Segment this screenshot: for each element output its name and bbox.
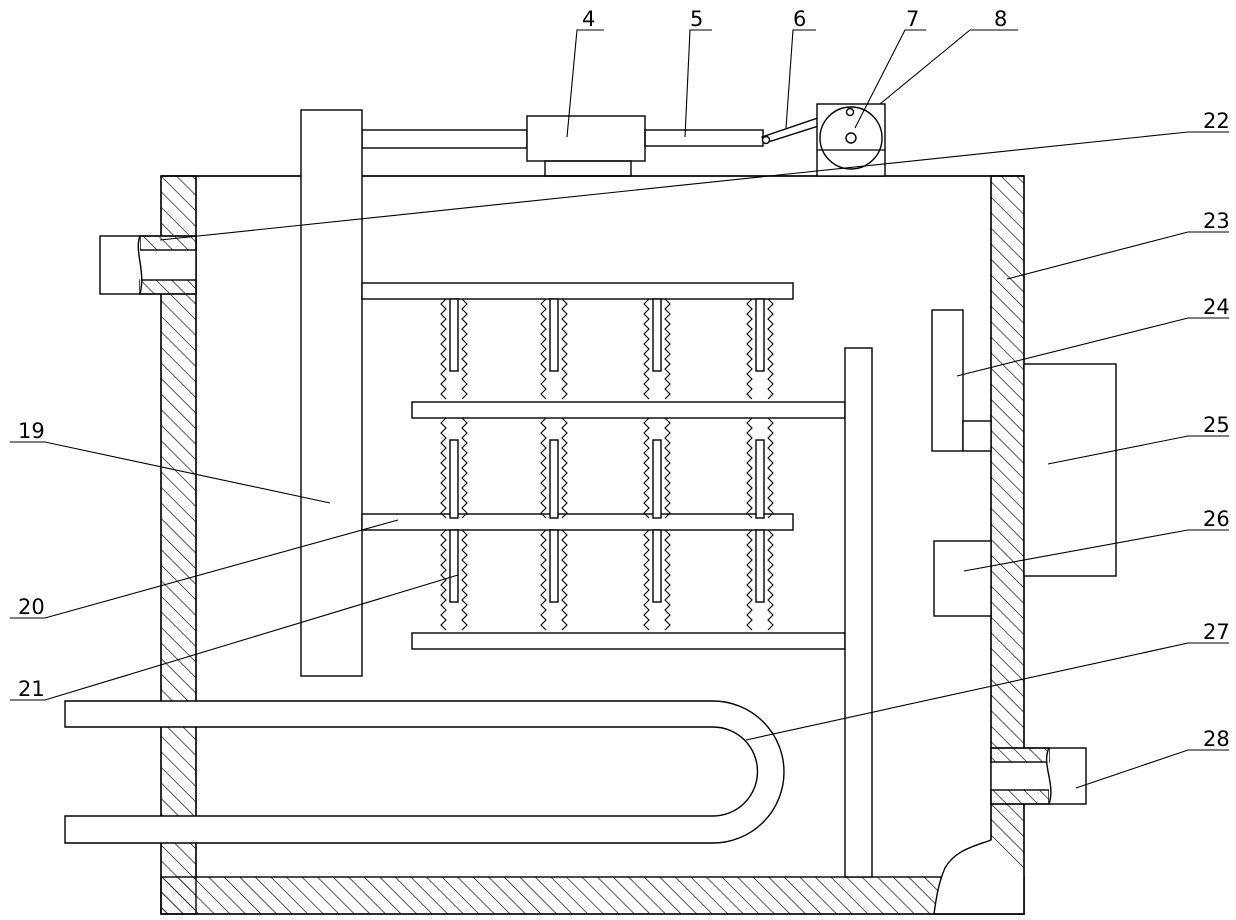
label-21: 21	[18, 677, 45, 701]
label-4: 4	[582, 7, 595, 31]
top-drive	[361, 103, 886, 177]
crank-pin	[845, 107, 855, 117]
brush-row-2	[440, 417, 774, 519]
label-24: 24	[1203, 295, 1230, 319]
brush-row-3	[440, 529, 774, 631]
label-28: 28	[1203, 727, 1230, 751]
heater-block-26	[933, 540, 992, 617]
guide-rods	[361, 129, 528, 149]
label-25: 25	[1203, 413, 1230, 437]
label-5: 5	[690, 7, 703, 31]
sensor-24-mount	[962, 420, 992, 452]
link-pivot	[761, 135, 771, 145]
fixed-bar-bottom	[411, 632, 846, 650]
leader-lines	[10, 29, 1229, 789]
right-side-components	[931, 309, 1117, 617]
push-rod-5	[644, 129, 764, 147]
label-7: 7	[906, 7, 919, 31]
housing	[160, 175, 1025, 915]
fixed-bar-middle	[411, 401, 846, 419]
fixed-post	[844, 347, 873, 878]
label-27: 27	[1203, 620, 1230, 644]
drain-corner	[933, 839, 1025, 915]
brush-row-1	[440, 298, 774, 400]
brushes-21	[440, 298, 774, 631]
inlet-pipe-22	[99, 235, 197, 295]
sensor-24	[931, 309, 964, 452]
label-6: 6	[793, 7, 806, 31]
part-labels: 4 5 6 7 8 22 23 24 25 26 27 28 19 20 21	[18, 7, 1230, 751]
left-wall	[160, 175, 197, 915]
crank-axle	[845, 132, 857, 144]
outlet-pipe-28	[990, 747, 1087, 805]
vertical-plate-19	[300, 109, 363, 677]
u-tube-27	[64, 700, 785, 844]
label-8: 8	[994, 7, 1007, 31]
label-19: 19	[18, 419, 45, 443]
slider-foot	[544, 160, 632, 177]
bottom-wall	[160, 876, 1025, 915]
label-26: 26	[1203, 507, 1230, 531]
label-20: 20	[18, 595, 45, 619]
moving-bar-top	[361, 282, 794, 300]
control-box-25	[1023, 363, 1117, 577]
label-22: 22	[1203, 109, 1230, 133]
slider-block-4	[526, 115, 646, 162]
label-23: 23	[1203, 209, 1230, 233]
brush-bars-20	[361, 282, 846, 650]
moving-bar-lower	[361, 513, 794, 531]
